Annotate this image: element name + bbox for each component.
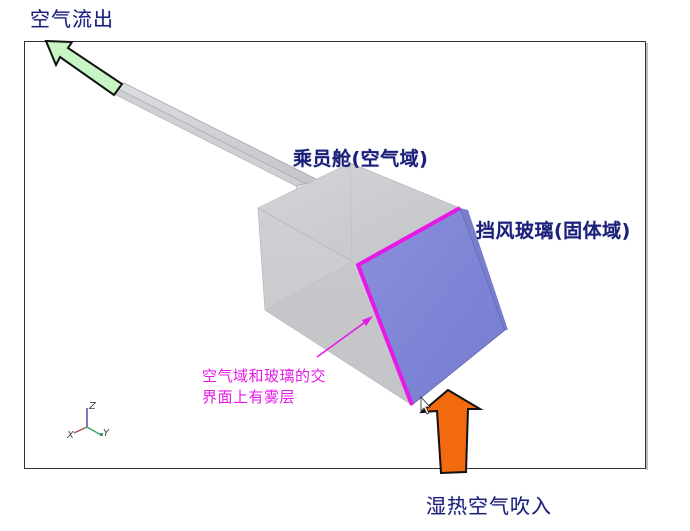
interface-pointer-arrow (316, 316, 373, 358)
interface-fog-note-line-1: 空气域和玻璃的交 (202, 367, 327, 385)
z-axis-label: Z (88, 401, 97, 412)
interface-fog-note-line-2: 界面上有雾层 (202, 388, 296, 406)
viewport-frame-shadow (646, 43, 648, 470)
cabin-air-domain-label: 乘员舱(空气域) (293, 148, 429, 170)
air-outlet-label: 空气流出 (30, 7, 114, 31)
mouse-cursor-icon (420, 395, 431, 415)
outlet-arrow-icon (44, 39, 124, 97)
axis-triad: Z X Y (66, 401, 110, 441)
y-axis (86, 426, 102, 436)
y-axis-label: Y (103, 428, 110, 439)
outlet-duct (115, 82, 319, 194)
x-axis-label: X (66, 430, 75, 441)
air-inlet-label: 湿热空气吹入 (426, 494, 552, 518)
windshield-solid-domain-label: 挡风玻璃(固体域) (476, 220, 631, 242)
inlet-arrow-icon (419, 388, 484, 475)
interface-highlight (355, 206, 461, 406)
interface-fog-note: 空气域和玻璃的交 界面上有雾层 (202, 366, 326, 408)
cabin-air-domain (257, 162, 461, 407)
x-axis (73, 426, 88, 434)
